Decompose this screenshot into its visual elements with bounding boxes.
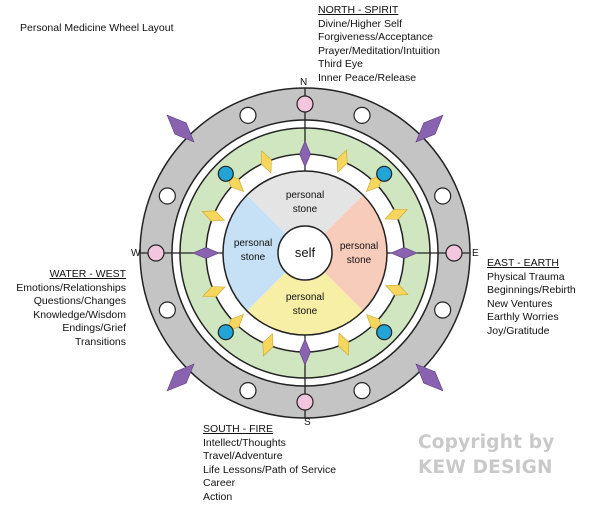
north-item: Forgiveness/Acceptance	[318, 31, 433, 44]
pink-stone	[296, 393, 314, 411]
white-stone	[239, 382, 257, 400]
pink-stone	[445, 244, 463, 262]
east-segment	[305, 195, 387, 311]
compass-north: N	[300, 77, 308, 88]
outer-purple-crystal	[166, 363, 195, 392]
east-heading: EAST - EARTH	[487, 257, 559, 269]
north-item: Prayer/Meditation/Intuition	[318, 44, 440, 57]
copyright-line: KEW DESIGN	[418, 457, 553, 478]
north-item: Third Eye	[318, 58, 363, 71]
west-item: Endings/Grief	[62, 322, 126, 335]
outer-purple-crystal	[415, 114, 444, 143]
east-item: Earthly Worries	[487, 311, 559, 324]
cardinal-purple-crystal	[390, 247, 418, 259]
yellow-crystal	[336, 149, 348, 174]
yellow-crystal	[384, 208, 408, 220]
outer-purple-crystal	[166, 114, 195, 143]
copyright-line: Copyright by	[418, 432, 555, 453]
south-item: Career	[203, 477, 236, 490]
east-item: Joy/Gratitude	[487, 324, 550, 337]
west-segment	[223, 195, 305, 311]
west-item: Knowledge/Wisdom	[33, 308, 126, 321]
white-stone	[158, 301, 176, 319]
yellow-crystal	[262, 332, 274, 357]
east-item: New Ventures	[487, 297, 553, 310]
north-heading: NORTH - SPIRIT	[318, 4, 399, 16]
stones	[147, 95, 463, 411]
south-item: Intellect/Thoughts	[203, 436, 286, 449]
pink-stone	[147, 244, 165, 262]
yellow-crystal	[338, 332, 350, 356]
outer-purple-crystal	[415, 363, 444, 392]
water-west-block: WATER - WEST Emotions/Relationships Ques…	[16, 268, 126, 350]
west-item: Emotions/Relationships	[16, 281, 126, 294]
east-earth-block: EAST - EARTH Physical Trauma Beginnings/…	[487, 257, 576, 339]
yellow-crystal	[384, 284, 409, 296]
south-fire-block: SOUTH - FIRE Intellect/Thoughts Travel/A…	[203, 423, 336, 505]
page-title: Personal Medicine Wheel Layout	[20, 22, 174, 34]
self-circle	[277, 225, 333, 281]
west-item: Questions/Changes	[33, 295, 126, 308]
north-item: Divine/Higher Self	[318, 17, 403, 30]
crystals	[166, 114, 444, 392]
blue-stone	[217, 324, 234, 341]
south-item: Life Lessons/Path of Service	[203, 463, 337, 476]
west-item: Transitions	[75, 335, 126, 348]
white-stone	[434, 187, 452, 205]
white-stone	[353, 106, 371, 124]
white-stone	[158, 187, 176, 205]
compass-east: E	[472, 248, 479, 259]
blue-stone	[376, 165, 393, 182]
yellow-crystal	[260, 150, 272, 174]
compass-south: S	[304, 417, 311, 428]
pink-stone	[296, 95, 314, 113]
yellow-crystal	[202, 286, 226, 298]
self-label: self	[295, 245, 316, 260]
east-item: Beginnings/Rebirth	[487, 284, 576, 297]
yellow-crystal	[201, 210, 226, 222]
west-heading: WATER - WEST	[49, 268, 126, 280]
copyright-watermark: Copyright by KEW DESIGN	[418, 430, 554, 480]
white-stone	[239, 106, 257, 124]
south-item: Travel/Adventure	[203, 450, 283, 463]
compass-west: W	[131, 248, 141, 259]
white-stone	[434, 301, 452, 319]
white-stone	[353, 382, 371, 400]
north-segment	[247, 171, 363, 253]
east-item: Physical Trauma	[487, 270, 565, 283]
cardinal-purple-crystal	[192, 247, 220, 259]
south-heading: SOUTH - FIRE	[203, 423, 273, 435]
north-item: Inner Peace/Release	[318, 71, 417, 84]
cardinal-purple-crystal	[299, 338, 311, 366]
south-item: Action	[203, 490, 233, 503]
south-segment	[247, 253, 363, 335]
stone-segments	[223, 171, 387, 335]
blue-stone	[376, 324, 393, 341]
cardinal-purple-crystal	[299, 140, 311, 168]
blue-stone	[217, 165, 234, 182]
north-spirit-block: NORTH - SPIRIT Divine/Higher Self Forgiv…	[318, 4, 440, 86]
